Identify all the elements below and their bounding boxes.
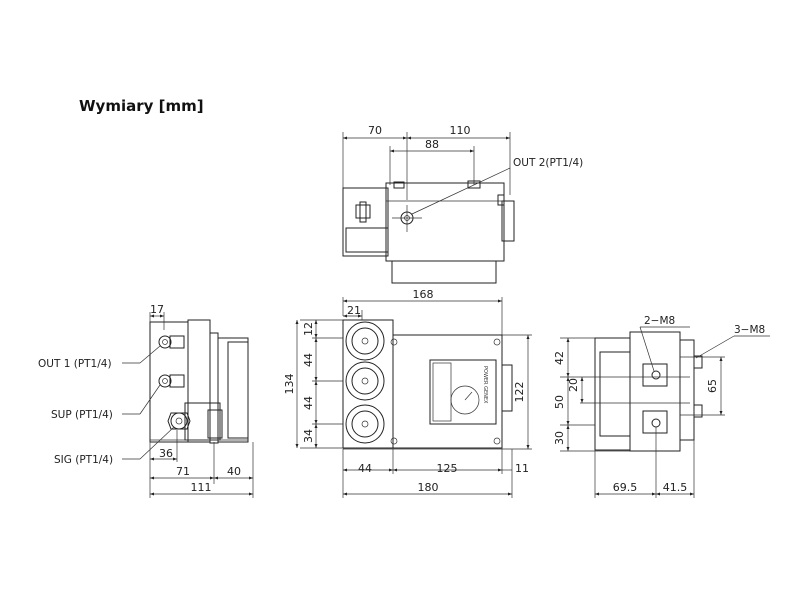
label-sig: SIG (PT1/4) (54, 454, 113, 466)
dim-17: 17 (150, 303, 164, 316)
dim-20: 20 (567, 378, 580, 392)
dim-69-5: 69.5 (613, 481, 638, 494)
dim-44b: 44 (302, 396, 315, 410)
label-sup: SUP (PT1/4) (51, 409, 113, 421)
dim-44c: 44 (358, 462, 372, 475)
dim-36: 36 (159, 447, 173, 460)
dim-88: 88 (425, 138, 439, 151)
dim-21: 21 (347, 304, 361, 317)
front-view: 168 21 POWER GENEX (283, 288, 532, 498)
side-view: 17 OUT 1 (PT1/4) SUP (PT1/4) SIG (PT1/4) (38, 303, 254, 498)
dim-134: 134 (283, 374, 296, 395)
dim-168: 168 (413, 288, 434, 301)
dim-11: 11 (515, 462, 529, 475)
dim-125: 125 (437, 462, 458, 475)
dim-110: 110 (450, 124, 471, 137)
dim-70: 70 (368, 124, 382, 137)
dim-40: 40 (227, 465, 241, 478)
label-out1: OUT 1 (PT1/4) (38, 358, 112, 370)
rear-view: 2−M8 3−M8 42 50 20 30 65 69.5 41.5 (553, 315, 770, 498)
dim-12: 12 (302, 322, 315, 336)
dim-122: 122 (513, 382, 526, 403)
dim-71: 71 (176, 465, 190, 478)
dim-42: 42 (553, 351, 566, 365)
label-3-m8: 3−M8 (734, 324, 765, 336)
top-view: 70 110 88 OUT 2(PT1/4) (342, 124, 583, 284)
dim-50: 50 (553, 395, 566, 409)
page-title: Wymiary [mm] (79, 97, 204, 115)
nameplate-text: POWER GENEX (482, 366, 488, 404)
dim-180: 180 (418, 481, 439, 494)
label-2-m8: 2−M8 (644, 315, 675, 327)
label-out2: OUT 2(PT1/4) (513, 157, 583, 169)
dim-111: 111 (191, 481, 212, 494)
dim-41-5: 41.5 (663, 481, 688, 494)
dim-30: 30 (553, 431, 566, 445)
dim-65: 65 (706, 379, 719, 393)
dim-44a: 44 (302, 353, 315, 367)
dim-34: 34 (302, 429, 315, 443)
